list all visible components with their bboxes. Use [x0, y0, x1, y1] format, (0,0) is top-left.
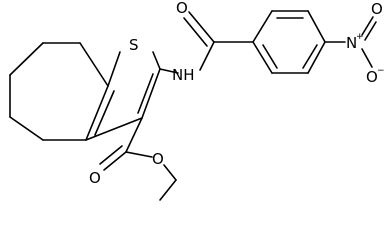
nitro-nitrogen-label: N: [346, 34, 357, 52]
ester-carbonyl-oxygen-label: O: [89, 169, 101, 187]
bond: [99, 145, 123, 165]
nitro-group: [324, 16, 377, 68]
bond: [94, 90, 115, 136]
nitro-nitrogen-charge: +: [356, 32, 364, 42]
bond: [252, 41, 273, 74]
bond: [302, 44, 318, 69]
bond: [361, 16, 374, 36]
bond: [107, 51, 121, 87]
bond: [188, 11, 215, 43]
bond: [103, 151, 127, 171]
sulfur-label: S: [129, 36, 139, 54]
bond: [307, 41, 326, 74]
bond: [163, 164, 177, 181]
bond: [199, 41, 215, 71]
bond: [262, 44, 278, 69]
nitro-oxygen-top-label: O: [371, 0, 383, 18]
benzene-ring: [252, 10, 326, 74]
nitro-oxygen-charge: −: [377, 66, 385, 76]
amide-group: [159, 11, 254, 74]
bond: [85, 117, 143, 141]
thiophene-ring: [85, 51, 161, 141]
amide-nh-label: NH: [172, 66, 195, 84]
bond: [141, 68, 161, 119]
bond: [9, 42, 44, 76]
bond: [79, 42, 109, 87]
bond: [364, 21, 377, 41]
bond: [307, 10, 326, 43]
bond: [85, 85, 109, 141]
bond: [137, 73, 154, 114]
bond: [159, 179, 177, 201]
structure-canvas: S NH O N + O O − O O: [9, 0, 385, 201]
ester-oxygen-label: O: [152, 150, 164, 168]
bond: [183, 17, 208, 47]
bond: [361, 48, 373, 68]
amide-oxygen-label: O: [176, 0, 188, 17]
bond: [125, 151, 153, 158]
bond: [152, 51, 161, 70]
bond: [9, 116, 44, 141]
bond: [159, 68, 179, 74]
bond: [252, 10, 273, 43]
bond: [125, 117, 143, 153]
molecule-structure: S NH O N + O O − O O: [9, 0, 385, 201]
ester-group: [99, 117, 177, 201]
cyclohexane-ring: [9, 42, 109, 141]
nitro-oxygen-bottom-label: O: [366, 68, 378, 86]
